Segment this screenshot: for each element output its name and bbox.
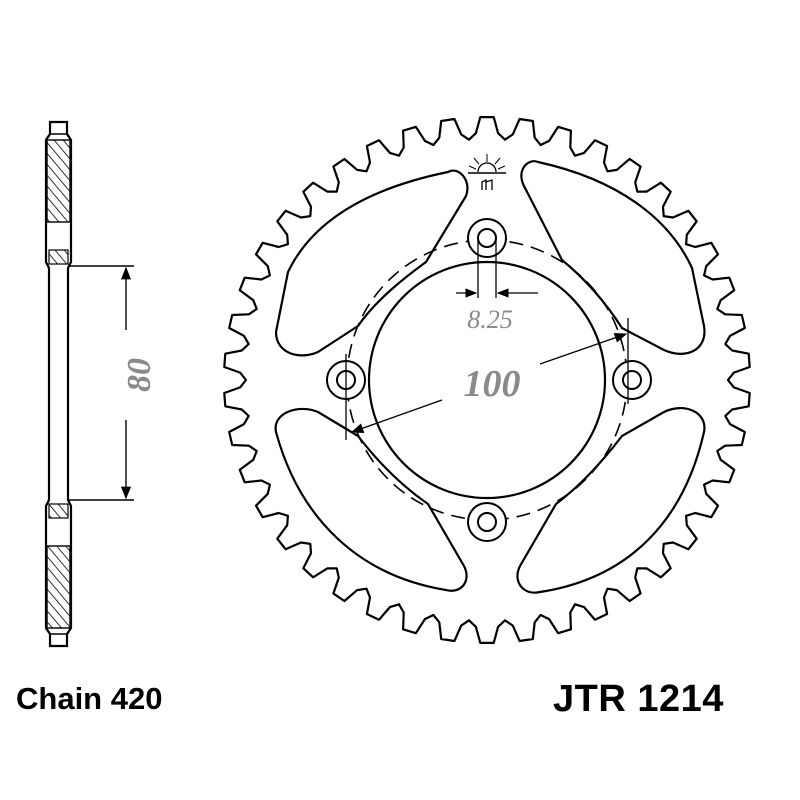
side-view-hatch-bottom-inner — [48, 503, 69, 519]
side-view-hatch-bottom — [46, 545, 71, 629]
lightening-window — [274, 407, 468, 592]
chain-size-label: Chain 420 — [16, 681, 163, 716]
bore-diameter-label: 80 — [121, 358, 158, 392]
bolt-hole-diameter-label: 8.25 — [467, 305, 513, 334]
sun-emblem-icon — [468, 154, 506, 190]
side-view-hatch-top-inner — [48, 249, 69, 265]
bolt-hole-bottom — [467, 502, 507, 542]
lightening-window — [520, 160, 706, 355]
sprocket-front-view: 8.25 100 — [223, 116, 751, 644]
bolt-hole-right — [612, 360, 652, 400]
sprocket-side-view: 80 — [44, 120, 158, 648]
center-bore — [367, 260, 607, 500]
side-view-hatch-top — [46, 139, 71, 223]
part-number-label: JTR 1214 — [553, 678, 724, 720]
bolt-circle-dimension-upper — [539, 332, 628, 365]
bolt-circle-dimension-lower — [350, 399, 443, 433]
lightening-window — [274, 169, 469, 357]
bolt-circle-diameter-label: 100 — [464, 363, 521, 405]
bolt-hole-top — [467, 218, 507, 258]
lightening-window — [516, 407, 706, 594]
